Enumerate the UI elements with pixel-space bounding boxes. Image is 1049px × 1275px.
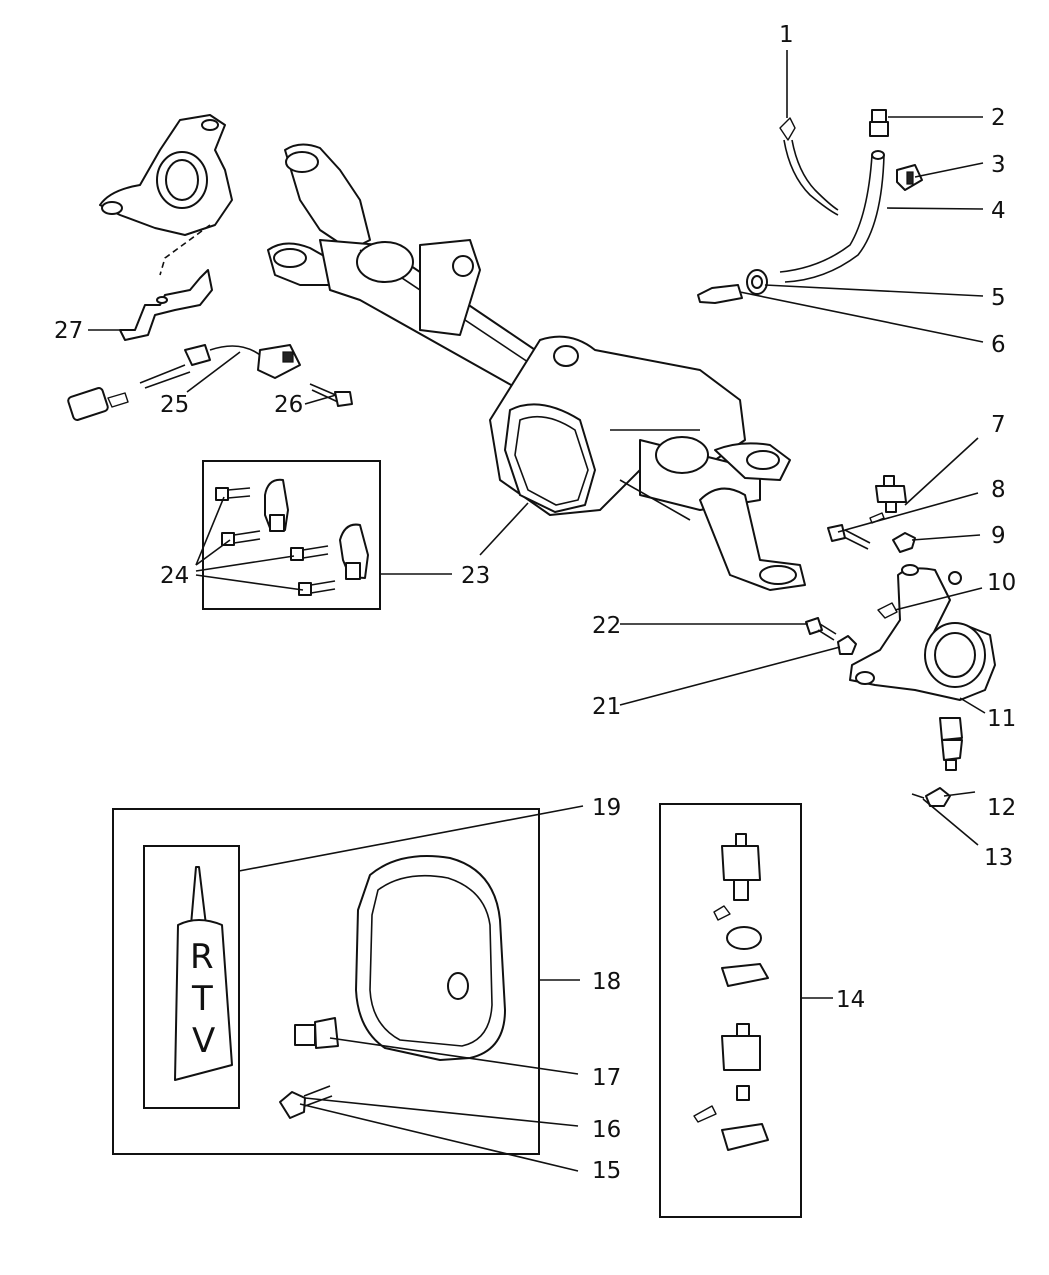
cap-bolts bbox=[215, 487, 336, 596]
rtv-sealant-tube: R T V bbox=[174, 866, 233, 1081]
cotter-pin-upper bbox=[877, 602, 898, 619]
abs-sensor bbox=[67, 344, 301, 421]
callout-16: 16 bbox=[592, 1117, 621, 1143]
callout-21: 21 bbox=[592, 694, 621, 720]
bearing-cap-kit-box bbox=[202, 460, 381, 610]
cover-kit-box: R T V bbox=[112, 808, 540, 1155]
callout-1: 1 bbox=[779, 22, 794, 48]
cover-bolt bbox=[279, 1085, 333, 1119]
callout-labels: 1 2 3 4 5 6 7 8 9 10 11 12 13 14 15 16 1… bbox=[54, 22, 1016, 1184]
adjusting-sleeve-bolt bbox=[805, 617, 837, 641]
callout-4: 4 bbox=[991, 198, 1006, 224]
callout-6: 6 bbox=[991, 332, 1006, 358]
axle-housing bbox=[267, 143, 806, 591]
callout-24: 24 bbox=[160, 563, 189, 589]
sensor-bracket bbox=[119, 269, 213, 341]
steering-knuckle-right bbox=[849, 564, 996, 701]
kit-upper-ball-joint bbox=[713, 833, 769, 987]
pinch-bolt bbox=[827, 524, 871, 550]
bearing-caps bbox=[264, 478, 369, 580]
callout-26: 26 bbox=[274, 392, 303, 418]
ball-joint-kit-box bbox=[659, 803, 802, 1218]
rtv-letter-r: R bbox=[190, 937, 214, 977]
callout-19: 19 bbox=[592, 795, 621, 821]
vent-hose-assembly bbox=[697, 109, 923, 304]
lower-ball-joint-nut bbox=[925, 787, 951, 807]
differential-cover bbox=[355, 855, 506, 1061]
fill-plug bbox=[294, 1017, 339, 1049]
callout-18: 18 bbox=[592, 969, 621, 995]
callout-2: 2 bbox=[991, 105, 1006, 131]
callout-14: 14 bbox=[836, 987, 865, 1013]
rtv-letter-t: T bbox=[191, 979, 213, 1019]
steering-knuckle-left bbox=[99, 114, 233, 276]
callout-8: 8 bbox=[991, 477, 1006, 503]
cotter-pin-lower bbox=[911, 793, 925, 799]
callout-27: 27 bbox=[54, 318, 83, 344]
callout-25: 25 bbox=[160, 392, 189, 418]
pinch-bolt-nut bbox=[892, 532, 916, 553]
sensor-bolt bbox=[309, 383, 353, 407]
callout-17: 17 bbox=[592, 1065, 621, 1091]
callout-12: 12 bbox=[987, 795, 1016, 821]
callout-3: 3 bbox=[991, 152, 1006, 178]
callout-23-housing: 23 bbox=[461, 563, 490, 589]
callout-7: 7 bbox=[991, 412, 1006, 438]
leader-lines bbox=[88, 50, 986, 1172]
rtv-letter-v: V bbox=[192, 1021, 215, 1061]
adjusting-sleeve-nut bbox=[837, 635, 857, 655]
lower-ball-joint bbox=[939, 717, 963, 771]
callout-9: 9 bbox=[991, 523, 1006, 549]
callout-10: 10 bbox=[987, 570, 1016, 596]
callout-11: 11 bbox=[987, 706, 1016, 732]
upper-ball-joint bbox=[869, 475, 907, 524]
callout-5: 5 bbox=[991, 285, 1006, 311]
callout-22: 22 bbox=[592, 613, 621, 639]
callout-13: 13 bbox=[984, 845, 1013, 871]
kit-lower-ball-joint bbox=[693, 1023, 769, 1151]
callout-15: 15 bbox=[592, 1158, 621, 1184]
